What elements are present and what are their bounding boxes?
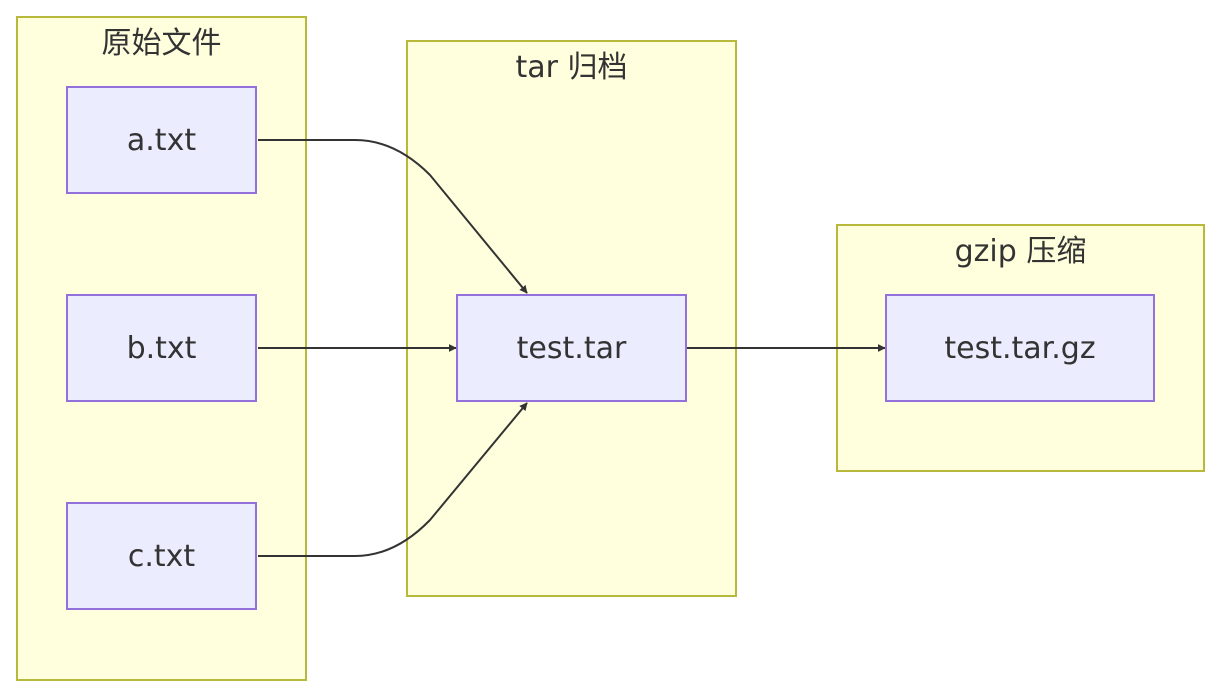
node-b-txt: b.txt <box>66 294 257 402</box>
node-c-txt: c.txt <box>66 502 257 610</box>
node-test-tar-gz-label: test.tar.gz <box>944 330 1096 366</box>
node-a-txt: a.txt <box>66 86 257 194</box>
node-c-txt-label: c.txt <box>127 538 196 574</box>
node-a-txt-label: a.txt <box>126 122 197 158</box>
edge-c-to-tar <box>258 402 528 557</box>
cluster-title-compress: gzip 压缩 <box>954 234 1087 269</box>
node-test-tar-label: test.tar <box>516 330 627 366</box>
node-test-tar: test.tar <box>456 294 687 402</box>
cluster-title-archive: tar 归档 <box>515 50 628 85</box>
node-test-tar-gz: test.tar.gz <box>885 294 1155 402</box>
node-b-txt-label: b.txt <box>126 330 197 366</box>
cluster-title-source: 原始文件 <box>101 26 222 61</box>
edge-a-to-tar <box>258 139 528 294</box>
